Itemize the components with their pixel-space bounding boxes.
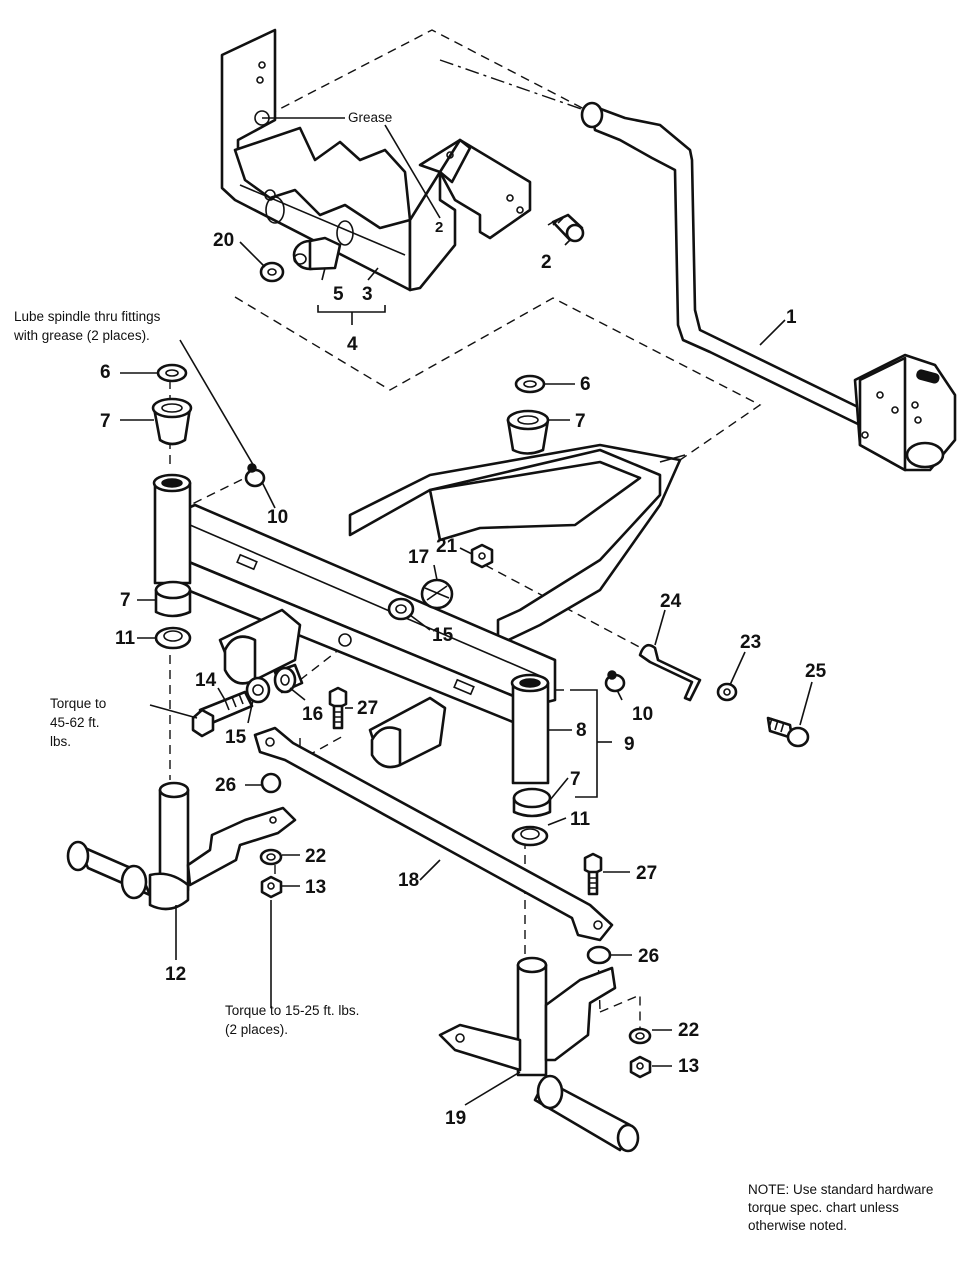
nut-13-right — [629, 1055, 652, 1079]
torque2-line1: Torque to 15-25 ft. lbs. — [225, 1003, 359, 1018]
nut-13-left — [260, 875, 283, 899]
washer-11-left — [154, 626, 192, 650]
label-13-left: 13 — [305, 877, 326, 898]
bushing-7-right-bottom — [512, 787, 552, 818]
label-13-right: 13 — [678, 1056, 699, 1077]
label-2-small: 2 — [435, 219, 443, 236]
label-1: 1 — [786, 307, 797, 328]
label-10-right: 10 — [632, 704, 653, 725]
washer-26-right — [586, 945, 612, 965]
label-25: 25 — [805, 661, 827, 682]
torque2-line2: (2 places). — [225, 1022, 288, 1037]
label-7-left-bottom: 7 — [120, 590, 131, 611]
label-22-right: 22 — [678, 1020, 699, 1041]
washer-22-left — [259, 848, 283, 866]
clip-6-left — [156, 363, 188, 383]
label-16: 16 — [302, 704, 323, 725]
label-9: 9 — [624, 734, 635, 755]
label-14: 14 — [195, 670, 217, 691]
label-26-left: 26 — [215, 775, 236, 796]
washer-11-right — [511, 825, 549, 847]
note-line2: torque spec. chart unless — [748, 1200, 899, 1215]
label-7-right-bottom: 7 — [570, 769, 581, 790]
label-15-lower: 15 — [225, 727, 247, 748]
screw-25 — [766, 716, 810, 748]
washer-20 — [259, 261, 285, 283]
grease-note: Grease — [348, 110, 392, 125]
axle-bracket — [220, 28, 532, 292]
label-23: 23 — [740, 632, 761, 653]
washer-15-upper — [387, 597, 415, 621]
label-26-right: 26 — [638, 946, 659, 967]
spindle-19 — [438, 956, 640, 1153]
label-10-left: 10 — [267, 507, 288, 528]
label-11-right: 11 — [570, 809, 591, 830]
bolt-27-lower — [583, 852, 603, 896]
bushing-5 — [292, 236, 342, 271]
bushing-7-left-top — [151, 397, 193, 446]
lift-arm-1 — [580, 101, 957, 472]
lube-note-line1: Lube spindle thru fittings — [14, 309, 161, 324]
part-number-labels: 1 2 2 3 4 5 6 6 7 7 7 7 8 9 10 10 11 11 … — [100, 219, 827, 1129]
axle-frame — [170, 443, 686, 769]
label-18: 18 — [398, 870, 419, 891]
kingpin-tube-8 — [510, 673, 550, 785]
washer-15-lower — [245, 676, 271, 704]
bolt-17 — [420, 578, 454, 610]
label-11-left: 11 — [115, 628, 136, 649]
label-8: 8 — [576, 720, 587, 741]
bolt-14 — [191, 690, 254, 738]
bushing-7-left-bottom — [154, 580, 192, 618]
torque1-line2: 45-62 ft. — [50, 715, 100, 730]
label-17: 17 — [408, 547, 429, 568]
label-12: 12 — [165, 964, 186, 985]
label-4: 4 — [347, 334, 358, 355]
label-20: 20 — [213, 230, 234, 251]
grease-fitting-10-right — [604, 670, 626, 693]
label-22-left: 22 — [305, 846, 326, 867]
bushing-7-right-top — [506, 409, 550, 455]
label-27-upper: 27 — [357, 698, 378, 719]
label-3: 3 — [362, 284, 373, 305]
label-2: 2 — [541, 252, 552, 273]
screw-2 — [547, 213, 585, 243]
label-27-lower: 27 — [636, 863, 657, 884]
torque1-line1: Torque to — [50, 696, 106, 711]
tie-rod-18 — [253, 726, 614, 942]
nut-21 — [470, 543, 494, 569]
label-7-right-top: 7 — [575, 411, 586, 432]
label-19: 19 — [445, 1108, 466, 1129]
washer-26-left — [260, 772, 282, 794]
label-15-upper: 15 — [432, 625, 454, 646]
label-7-left-top: 7 — [100, 411, 111, 432]
note-line1: NOTE: Use standard hardware — [748, 1182, 933, 1197]
label-5: 5 — [333, 284, 344, 305]
kingpin-tube-left — [152, 473, 192, 585]
spindle-12 — [66, 781, 297, 911]
notes: Grease Lube spindle thru fittings with g… — [13, 110, 933, 1233]
label-21: 21 — [436, 536, 458, 557]
clip-24 — [638, 643, 702, 702]
washer-22-right — [628, 1027, 652, 1045]
torque1-line3: lbs. — [50, 734, 71, 749]
lube-note-line2: with grease (2 places). — [13, 328, 150, 343]
note-line3: otherwise noted. — [748, 1218, 847, 1233]
bolt-27-upper — [328, 686, 348, 730]
label-24: 24 — [660, 591, 682, 612]
washer-23 — [716, 682, 738, 702]
leader-lines — [120, 117, 813, 1106]
label-6-left: 6 — [100, 362, 111, 383]
spacer-16 — [273, 663, 304, 694]
label-6-right: 6 — [580, 374, 591, 395]
clip-6-right — [514, 374, 546, 394]
